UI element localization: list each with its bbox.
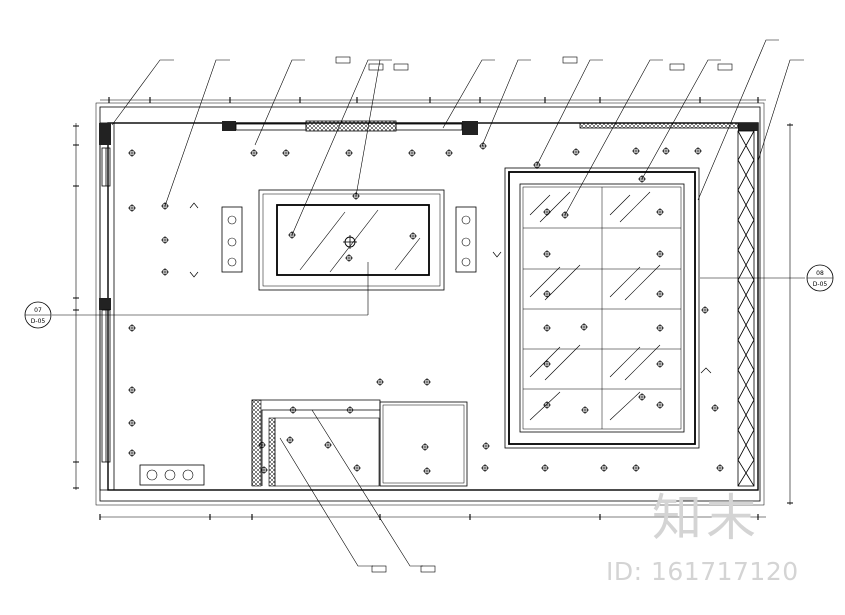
downlight-icon <box>656 324 664 332</box>
downlight-icon <box>421 443 429 451</box>
downlight-icon <box>561 211 569 219</box>
counter-area <box>139 399 468 487</box>
downlight-icon <box>346 406 354 414</box>
downlight-icon <box>581 406 589 414</box>
downlight-icon <box>352 192 360 200</box>
downlight-icon <box>632 147 640 155</box>
downlight-icon <box>656 250 664 258</box>
downlight-icon <box>656 208 664 216</box>
downlight-icon <box>445 149 453 157</box>
downlight-icon <box>128 419 136 427</box>
downlight-icon <box>638 393 646 401</box>
room-walls <box>99 120 759 491</box>
downlight-icon <box>479 142 487 150</box>
downlight-icon <box>128 449 136 457</box>
downlight-icon <box>128 324 136 332</box>
dimension-lines <box>75 99 791 518</box>
downlight-icon <box>481 464 489 472</box>
downlight-icon <box>423 467 431 475</box>
downlight-icon <box>656 401 664 409</box>
downlight-icon <box>543 208 551 216</box>
downlight-icon <box>541 464 549 472</box>
downlight-icon <box>632 464 640 472</box>
annotation-leaders <box>111 39 804 567</box>
downlight-icon <box>482 442 490 450</box>
downlight-icon <box>409 232 417 240</box>
watermark-brand: 知末 <box>652 489 760 547</box>
downlight-icon <box>161 236 169 244</box>
downlight-icon <box>128 204 136 212</box>
section-right-sheet: D-05 <box>813 281 828 288</box>
downlight-icon <box>694 147 702 155</box>
downlight-icon <box>701 306 709 314</box>
dimension-ticks <box>73 97 793 520</box>
downlight-icon <box>662 147 670 155</box>
downlight-icon <box>572 148 580 156</box>
downlight-icon <box>282 149 290 157</box>
downlight-icon <box>543 290 551 298</box>
downlight-icon <box>600 464 608 472</box>
downlight-icon <box>286 436 294 444</box>
ceiling-feature-panel <box>504 167 700 449</box>
section-marker-left: 07 D-05 <box>24 301 52 329</box>
cabinet-lattice <box>737 130 755 487</box>
downlight-icon <box>543 324 551 332</box>
downlight-icon <box>258 441 266 449</box>
downlight-icon <box>289 406 297 414</box>
downlight-icon <box>260 466 268 474</box>
annotation-tags <box>335 56 733 573</box>
downlight-icon <box>656 360 664 368</box>
downlight-icon <box>324 441 332 449</box>
downlight-icon <box>716 464 724 472</box>
downlight-icon <box>345 254 353 262</box>
downlight-icon <box>423 378 431 386</box>
section-right-number: 08 <box>816 270 824 277</box>
sofa-group <box>221 189 477 291</box>
downlight-icon <box>161 202 169 210</box>
downlight-icon <box>711 404 719 412</box>
downlight-icon <box>161 268 169 276</box>
downlight-icon <box>408 149 416 157</box>
downlight-icon <box>638 175 646 183</box>
downlight-icon <box>543 360 551 368</box>
downlight-icon <box>250 149 258 157</box>
downlight-icon <box>345 149 353 157</box>
watermark-id: ID: 161717120 <box>606 557 799 586</box>
downlight-icon <box>353 464 361 472</box>
downlight-icon <box>128 149 136 157</box>
downlight-icon <box>533 161 541 169</box>
section-left-sheet: D-05 <box>31 318 46 325</box>
downlight-icon <box>656 290 664 298</box>
downlight-icon <box>128 386 136 394</box>
section-marker-right: 08 D-05 <box>806 264 834 292</box>
downlight-icon <box>288 231 296 239</box>
downlight-icon <box>543 401 551 409</box>
opening-arrows <box>189 202 712 374</box>
windows <box>101 122 739 463</box>
section-cut-lines <box>52 262 805 316</box>
downlight-icon <box>376 378 384 386</box>
downlights <box>128 142 724 475</box>
section-left-number: 07 <box>34 307 42 314</box>
downlight-icon <box>580 323 588 331</box>
downlight-icon <box>543 250 551 258</box>
